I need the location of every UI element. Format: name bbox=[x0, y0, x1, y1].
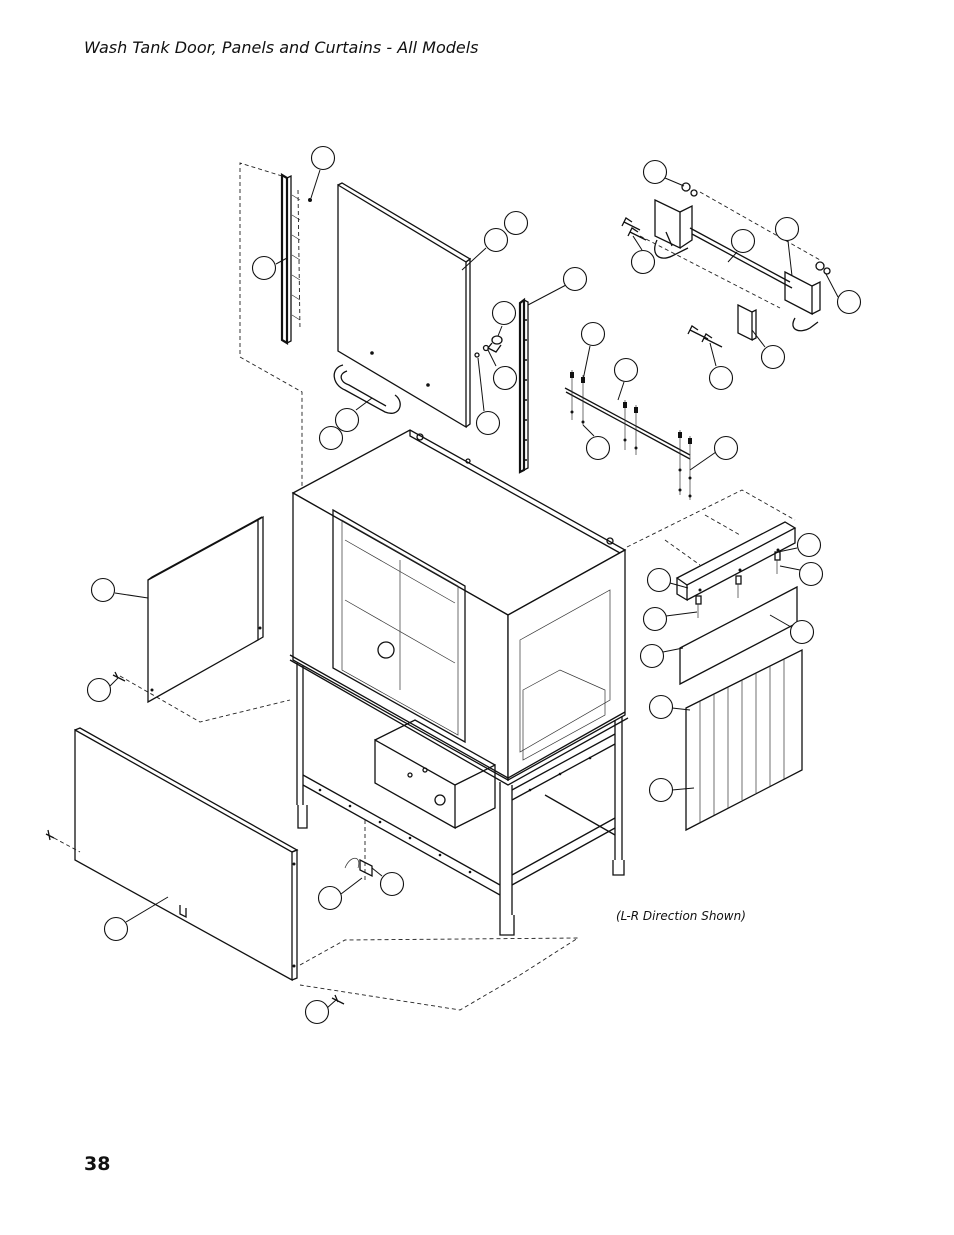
guide-line-bottom bbox=[299, 937, 580, 1011]
callout-bubble-c22 bbox=[796, 532, 822, 558]
door-roller bbox=[474, 335, 503, 358]
door-track-right bbox=[518, 297, 529, 474]
callout-bubble-c4 bbox=[483, 227, 509, 253]
guide-line-side bbox=[119, 675, 291, 723]
long-curtain bbox=[685, 648, 803, 832]
callout-bubble-c33 bbox=[317, 885, 343, 911]
callout-bubble-c20 bbox=[585, 435, 611, 461]
front-lower-panel bbox=[74, 727, 299, 982]
callout-bubble-c26 bbox=[789, 619, 815, 645]
callout-bubble-c13 bbox=[730, 228, 756, 254]
callout-bubble-c17 bbox=[708, 365, 734, 391]
curtain-bracket-hardware bbox=[695, 551, 781, 618]
guide-line-curtain-frame bbox=[626, 489, 796, 566]
callout-bubble-c35 bbox=[304, 999, 330, 1025]
callout-bubble-c2 bbox=[251, 255, 277, 281]
callout-bubble-c29 bbox=[648, 777, 674, 803]
curtain-bracket bbox=[675, 521, 797, 602]
wash-tank-cabinet bbox=[289, 429, 629, 936]
callout-bubble-c8 bbox=[475, 410, 501, 436]
callout-bubble-c15 bbox=[836, 289, 862, 315]
callout-bubble-c31 bbox=[86, 677, 112, 703]
direction-note: (L-R Direction Shown) bbox=[616, 909, 746, 923]
callout-bubble-c16 bbox=[760, 344, 786, 370]
callout-bubble-c6 bbox=[491, 300, 517, 326]
callout-bubble-c21 bbox=[713, 435, 739, 461]
screw-side-panel bbox=[112, 671, 126, 682]
callout-bubble-c25 bbox=[642, 606, 668, 632]
callout-bubble-c1 bbox=[310, 145, 336, 171]
curtain-rod-assembly bbox=[564, 370, 692, 500]
callout-bubble-c28 bbox=[648, 694, 674, 720]
callout-bubbles bbox=[86, 145, 862, 1025]
callout-bubble-c3 bbox=[503, 210, 529, 236]
callout-bubble-c12 bbox=[630, 249, 656, 275]
door-track-left bbox=[280, 173, 312, 345]
callout-bubble-c11 bbox=[642, 159, 668, 185]
callout-bubble-c34 bbox=[379, 871, 405, 897]
callout-bubble-c9 bbox=[334, 407, 360, 433]
side-panel-left bbox=[147, 515, 264, 704]
guide-line-track bbox=[239, 162, 331, 561]
callout-leaders bbox=[109, 169, 839, 1009]
callout-bubble-c32 bbox=[103, 916, 129, 942]
page-title: Wash Tank Door, Panels and Curtains - Al… bbox=[84, 38, 479, 57]
callout-bubble-c27 bbox=[639, 643, 665, 669]
callout-bubble-c18 bbox=[580, 321, 606, 347]
door-handle bbox=[333, 364, 401, 414]
page-number: 38 bbox=[84, 1153, 111, 1175]
screw-front-panel-bottom bbox=[331, 994, 345, 1005]
screw-front-panel-left bbox=[45, 829, 55, 841]
callout-bubble-c7 bbox=[492, 365, 518, 391]
callout-bubble-c10 bbox=[318, 425, 344, 451]
callout-bubble-c5 bbox=[562, 266, 588, 292]
callout-bubble-c24 bbox=[646, 567, 672, 593]
callout-bubble-c30 bbox=[90, 577, 116, 603]
guide-line-front bbox=[53, 837, 81, 853]
door-panel bbox=[337, 182, 472, 429]
door-linkage-assembly bbox=[621, 182, 831, 348]
callout-bubble-c23 bbox=[798, 561, 824, 587]
callout-bubble-c14 bbox=[774, 216, 800, 242]
callout-bubble-c19 bbox=[613, 357, 639, 383]
